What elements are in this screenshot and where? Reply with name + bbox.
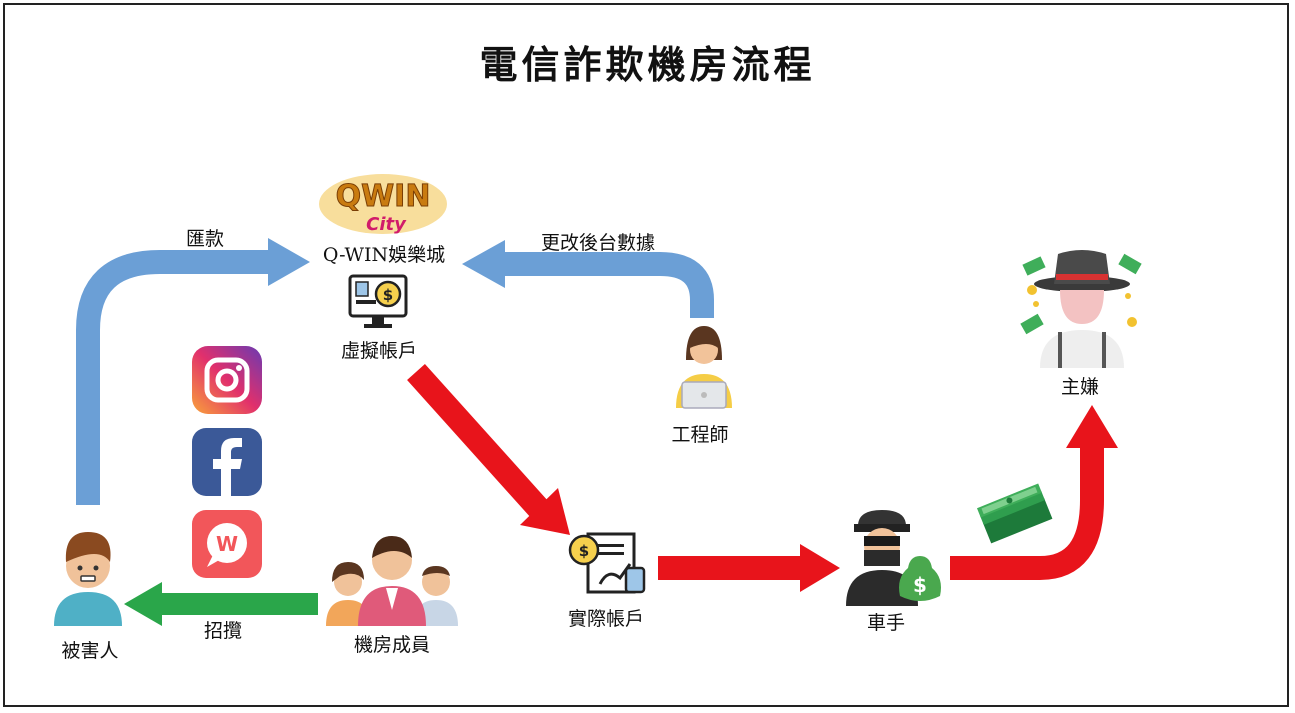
victim-label: 被害人 (61, 640, 119, 662)
team-members-icon (326, 536, 458, 626)
real-to-mule-arrow-head (800, 544, 840, 592)
engineer-icon (676, 326, 732, 409)
svg-text:$: $ (579, 542, 589, 560)
modify-backend-label: 更改後台數據 (540, 232, 655, 254)
victim-icon (54, 532, 122, 626)
real-account-label: 實際帳戶 (567, 608, 644, 630)
engineer-label: 工程師 (671, 424, 729, 446)
boss-icon (1020, 250, 1142, 368)
logo-text-top: QWIN (336, 179, 431, 214)
cash-stack-icon (976, 483, 1053, 544)
virtual-to-real-arrow-head (520, 488, 570, 535)
virtual-to-real-arrow (407, 363, 549, 519)
modify-backend-arrow-head (462, 240, 505, 288)
remit-arrow-head (268, 238, 310, 286)
wechat-icon: W (192, 510, 262, 578)
mule-label: 車手 (866, 612, 905, 634)
virtual-account-label: 虛擬帳戶 (340, 340, 417, 362)
contract-money-icon: $ (568, 532, 646, 594)
platform-label: Q-WIN娛樂城 (322, 244, 446, 266)
boss-label: 主嫌 (1060, 376, 1099, 398)
remit-label: 匯款 (185, 228, 224, 250)
recruit-label: 招攬 (203, 620, 242, 642)
computer-money-icon: $ (348, 274, 408, 328)
q-win-city-logo: QWIN City (319, 174, 447, 235)
recruit-arrow-head (124, 582, 162, 626)
mule-to-boss-arrow-head (1066, 405, 1118, 448)
remit-arrow (76, 250, 268, 505)
logo-text-bottom: City (366, 214, 407, 235)
mule-to-boss-arrow (950, 448, 1104, 580)
svg-text:W: W (216, 532, 238, 556)
modify-backend-arrow (505, 252, 714, 318)
instagram-icon (192, 346, 262, 414)
facebook-icon (192, 428, 262, 497)
members-label: 機房成員 (353, 634, 430, 656)
svg-text:$: $ (913, 573, 927, 597)
money-mule-icon: $ (846, 510, 941, 606)
svg-text:$: $ (383, 286, 393, 304)
diagram-title: 電信詐欺機房流程 (479, 42, 816, 87)
